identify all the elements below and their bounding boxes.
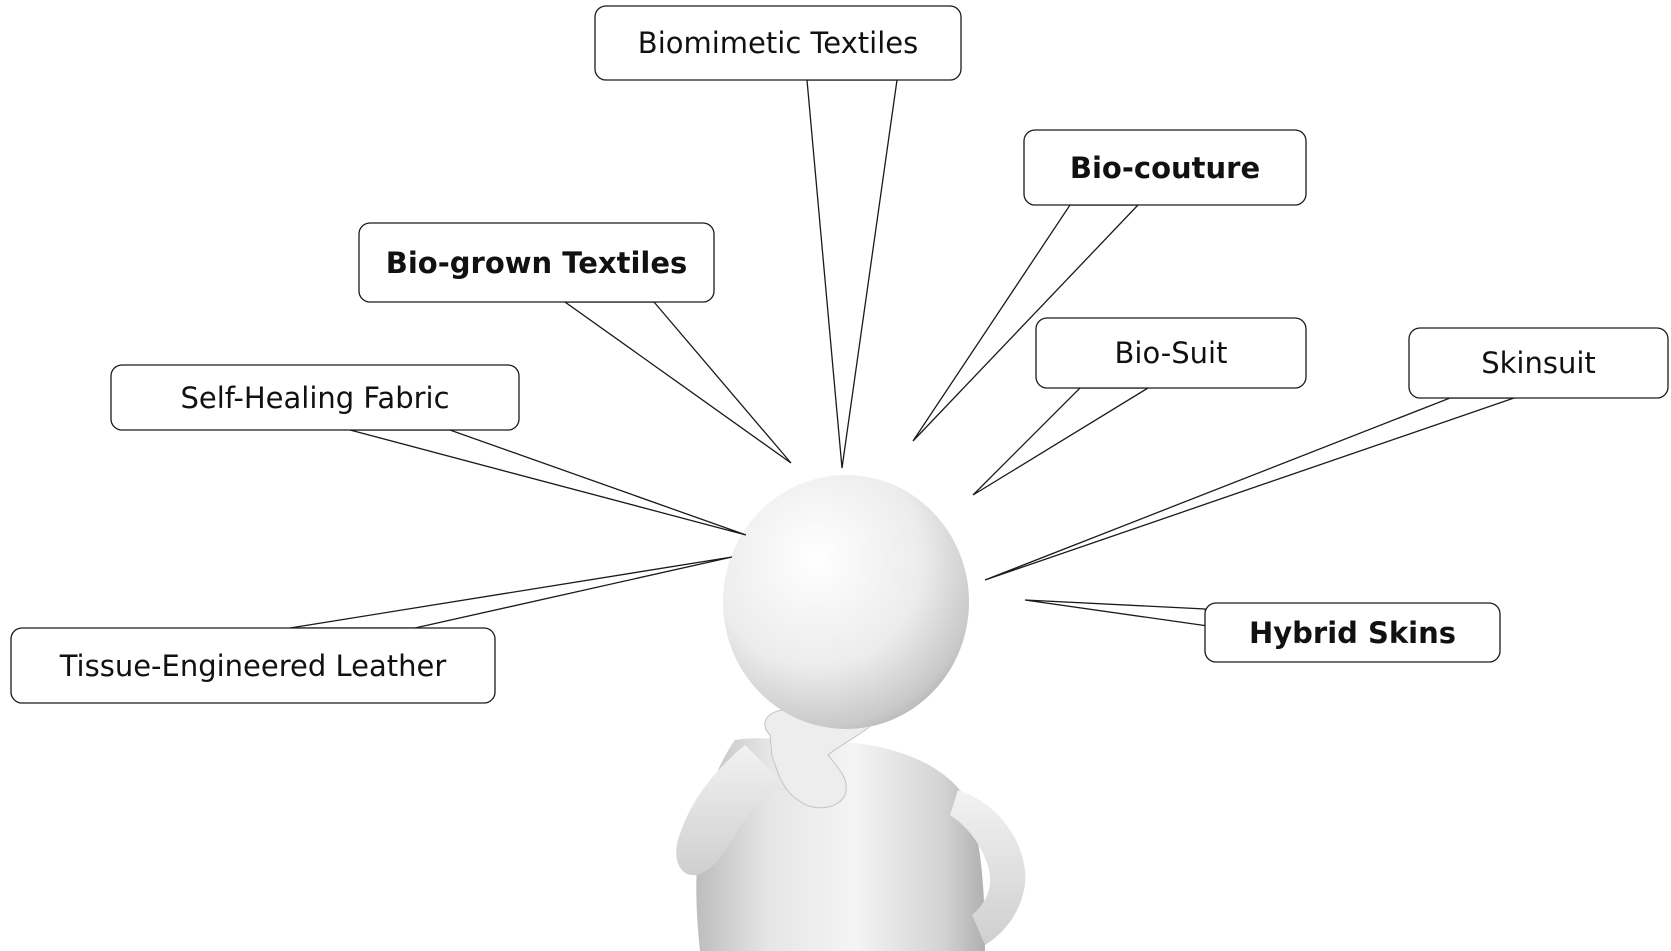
callout-tissue-engineered-leather: Tissue-Engineered Leather	[11, 628, 495, 703]
callout-self-healing-fabric: Self-Healing Fabric	[111, 365, 519, 430]
tail-tissue-engineered-leather	[290, 557, 732, 628]
figure-head	[723, 475, 969, 729]
callout-bio-grown-textiles: Bio-grown Textiles	[359, 223, 714, 302]
tail-biomimetic-textiles	[807, 80, 897, 468]
tail-bio-suit	[973, 388, 1148, 495]
tail-bio-grown-textiles	[565, 302, 791, 463]
tail-self-healing-fabric	[350, 430, 746, 535]
tail-hybrid-skins	[1025, 600, 1208, 626]
callout-bio-couture: Bio-couture	[1024, 130, 1306, 205]
callout-biomimetic-textiles: Biomimetic Textiles	[595, 6, 961, 80]
callout-hybrid-skins: Hybrid Skins	[1205, 603, 1500, 662]
thinking-person-figure	[676, 475, 1025, 951]
callout-skinsuit: Skinsuit	[1409, 328, 1668, 398]
callout-bio-suit: Bio-Suit	[1036, 318, 1306, 388]
